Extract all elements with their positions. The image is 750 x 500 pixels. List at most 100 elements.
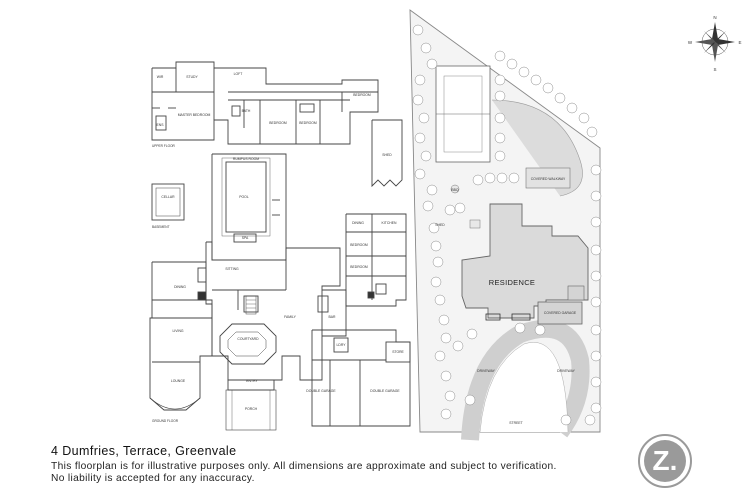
tree	[590, 350, 602, 362]
room-label: SHED	[382, 153, 392, 157]
tree	[434, 294, 446, 306]
site-label: STREET	[509, 421, 522, 425]
site-label: COVERED WALKWAY	[531, 177, 566, 181]
tree	[590, 190, 602, 202]
tree	[542, 82, 554, 94]
tree-canopy	[412, 24, 602, 426]
tree	[590, 270, 602, 282]
site-label: DRIVEWAY	[557, 369, 575, 373]
site-label: COVERED GARAGE	[544, 311, 577, 315]
tree	[426, 184, 438, 196]
room-label: BEDROOM	[353, 93, 371, 97]
room-label: DINING	[174, 285, 186, 289]
site-label: DRIVEWAY	[477, 369, 495, 373]
tree	[494, 50, 506, 62]
room-label: BEDROOM	[299, 121, 317, 125]
tree	[590, 376, 602, 388]
tree	[530, 74, 542, 86]
tree	[584, 414, 596, 426]
tree	[430, 276, 442, 288]
tree	[590, 164, 602, 176]
room-label: SITTING	[225, 267, 239, 271]
disclaimer-line: No liability is accepted for any inaccur…	[51, 473, 255, 484]
tree	[420, 42, 432, 54]
tree	[464, 394, 476, 406]
tree	[472, 174, 484, 186]
tree	[420, 150, 432, 162]
tree	[440, 408, 452, 420]
tree	[494, 132, 506, 144]
tree	[434, 350, 446, 362]
room-label: BATH	[242, 109, 251, 113]
ground-floor-plan	[149, 153, 411, 431]
residence-label: RESIDENCE	[489, 278, 535, 287]
tree	[590, 324, 602, 336]
tree	[430, 240, 442, 252]
room-label: WIR	[157, 75, 164, 79]
tree	[440, 332, 452, 344]
disclaimer: This floorplan is for illustrative purpo…	[51, 461, 611, 485]
tree	[494, 90, 506, 102]
tree	[414, 132, 426, 144]
room-label: STUDY	[186, 75, 198, 79]
compass-rose: N S E W	[688, 15, 742, 72]
compass-e: E	[738, 40, 741, 45]
tree	[508, 172, 520, 184]
tree	[412, 94, 424, 106]
room-label: LOFT	[234, 72, 243, 76]
tree	[494, 74, 506, 86]
tree	[414, 74, 426, 86]
compass-w: W	[688, 40, 693, 45]
room-label: PORCH	[245, 407, 258, 411]
room-label: LDRY	[337, 343, 347, 347]
site-label: SHED	[435, 223, 445, 227]
tree	[440, 370, 452, 382]
compass-s: S	[713, 67, 716, 72]
disclaimer-line: This floorplan is for illustrative purpo…	[51, 461, 557, 472]
site-plan	[409, 9, 601, 441]
floor-label: GROUND FLOOR	[152, 419, 179, 423]
tree	[554, 92, 566, 104]
tree	[566, 102, 578, 114]
room-label: KITCHEN	[382, 221, 397, 225]
floor-label: UPPER FLOOR	[152, 144, 176, 148]
room-label: SPA	[242, 236, 249, 240]
tree	[426, 58, 438, 70]
tree	[432, 256, 444, 268]
room-label: ENTRY	[246, 379, 258, 383]
room-label: COURTYARD	[237, 337, 259, 341]
tree	[560, 414, 572, 426]
tree	[452, 340, 464, 352]
room-label: RUMPUS ROOM	[233, 157, 259, 161]
tree	[590, 296, 602, 308]
tree	[494, 150, 506, 162]
room-label: STORE	[392, 350, 404, 354]
room-label: MASTER BEDROOM	[178, 113, 211, 117]
room-label: POOL	[239, 195, 249, 199]
room-label: BEDROOM	[269, 121, 287, 125]
tree	[590, 216, 602, 228]
tree	[496, 172, 508, 184]
room-label: CELLAR	[161, 195, 175, 199]
room-label: LOUNGE	[171, 379, 186, 383]
tree	[428, 222, 440, 234]
shed-plan	[371, 119, 403, 188]
tree	[484, 172, 496, 184]
compass-n: N	[713, 15, 716, 20]
tree	[514, 322, 526, 334]
upper-floor-plan	[151, 61, 379, 145]
room-label: DOUBLE GARAGE	[370, 389, 400, 393]
tree	[422, 200, 434, 212]
tree	[494, 112, 506, 124]
tree	[590, 244, 602, 256]
room-label: ENS	[157, 123, 165, 127]
tree	[590, 402, 602, 414]
tree	[578, 112, 590, 124]
room-label: LIVING	[172, 329, 183, 333]
agency-logo: Z.	[638, 434, 692, 488]
agency-logo-letter: Z.	[644, 440, 686, 482]
tree	[586, 126, 598, 138]
basement-plan	[151, 183, 185, 221]
room-label: DOUBLE GARAGE	[306, 389, 336, 393]
tree	[414, 168, 426, 180]
